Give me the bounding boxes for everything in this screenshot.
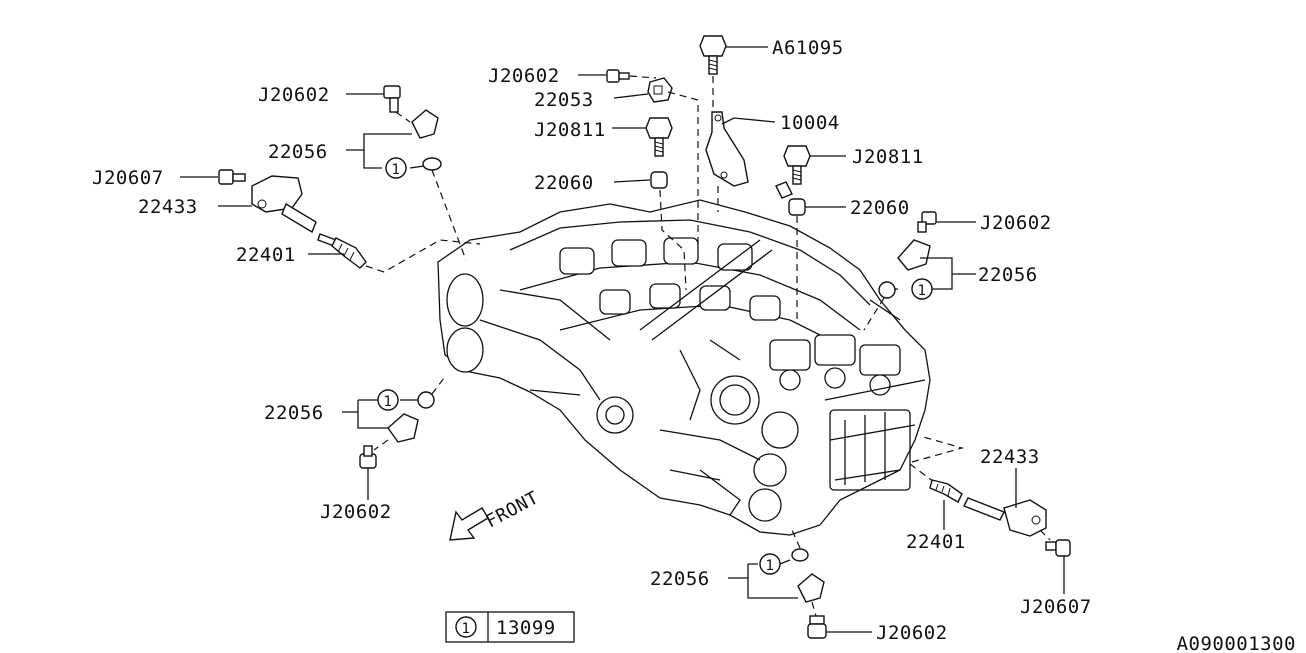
bolt-j20602-right <box>917 211 937 233</box>
bracket-10004 <box>705 111 749 187</box>
bolt-j20602-lower-left <box>359 445 377 469</box>
label-22056-lower-left: 22056 <box>264 402 324 424</box>
bolt-j20607-left <box>218 169 246 185</box>
clip-22053 <box>647 77 673 103</box>
bolt-a61095 <box>699 35 727 75</box>
sensor-22060-right-plug <box>775 181 793 199</box>
label-j20811-left: J20811 <box>534 119 606 141</box>
bolt-j20811-left <box>645 117 673 157</box>
label-22056-left: 22056 <box>268 141 328 163</box>
spark-plug-22401-left <box>317 233 367 269</box>
callout-number-upper-left: 1 <box>392 162 401 178</box>
label-22060-right: 22060 <box>850 197 910 219</box>
callout-circle-1-upper-left <box>385 157 407 179</box>
washer-22060-right <box>788 198 806 216</box>
legend-box <box>445 611 575 643</box>
diagram-id: A090001300 <box>1177 633 1296 653</box>
front-direction-arrow <box>449 507 489 541</box>
front-label: FRONT <box>482 487 542 532</box>
bolt-j20811-right <box>783 145 811 185</box>
callout-circle-1-right <box>911 278 933 300</box>
label-j20602-bottom: J20602 <box>876 622 948 644</box>
label-22401-right: 22401 <box>906 531 966 553</box>
label-a61095: A61095 <box>772 37 844 59</box>
callout-circle-1-lower-left <box>377 389 399 411</box>
label-10004: 10004 <box>780 112 840 134</box>
label-22433-left: 22433 <box>138 196 198 218</box>
legend-part-number: 13099 <box>496 617 556 639</box>
bolt-j20602-top <box>606 69 630 83</box>
label-j20602-left: J20602 <box>258 84 330 106</box>
cam-sensor-22056-bottom <box>791 548 825 603</box>
callout-circle-1-bottom <box>759 553 781 575</box>
label-j20602-right: J20602 <box>980 212 1052 234</box>
bolt-j20607-right <box>1045 539 1071 557</box>
washer-22060-left <box>650 171 668 189</box>
label-22060-left: 22060 <box>534 172 594 194</box>
cam-sensor-22056-upper-left <box>411 109 442 171</box>
bolt-j20602-bottom <box>807 615 827 639</box>
label-j20602-top: J20602 <box>488 65 560 87</box>
label-22056-right: 22056 <box>978 264 1038 286</box>
spark-plug-22401-right <box>929 479 963 503</box>
cam-sensor-22056-right <box>878 239 931 299</box>
callout-number-bottom: 1 <box>766 558 775 574</box>
label-j20607-left: J20607 <box>92 167 164 189</box>
label-22433-right: 22433 <box>980 446 1040 468</box>
ignition-coil-22433-left <box>251 175 317 234</box>
label-j20607-right: J20607 <box>1020 596 1092 618</box>
label-22056-bottom: 22056 <box>650 568 710 590</box>
label-j20811-right: J20811 <box>852 146 924 168</box>
ignition-coil-22433-right <box>963 497 1047 537</box>
label-22053: 22053 <box>534 89 594 111</box>
engine-cylinder-head-illustration <box>437 199 931 536</box>
label-22401-left: 22401 <box>236 244 296 266</box>
bolt-j20602-upper-left <box>383 85 401 113</box>
label-j20602-lower-left: J20602 <box>320 501 392 523</box>
legend-ref-number: 1 <box>462 621 471 637</box>
callout-number-lower-left: 1 <box>384 394 393 410</box>
callout-number-right: 1 <box>918 283 927 299</box>
